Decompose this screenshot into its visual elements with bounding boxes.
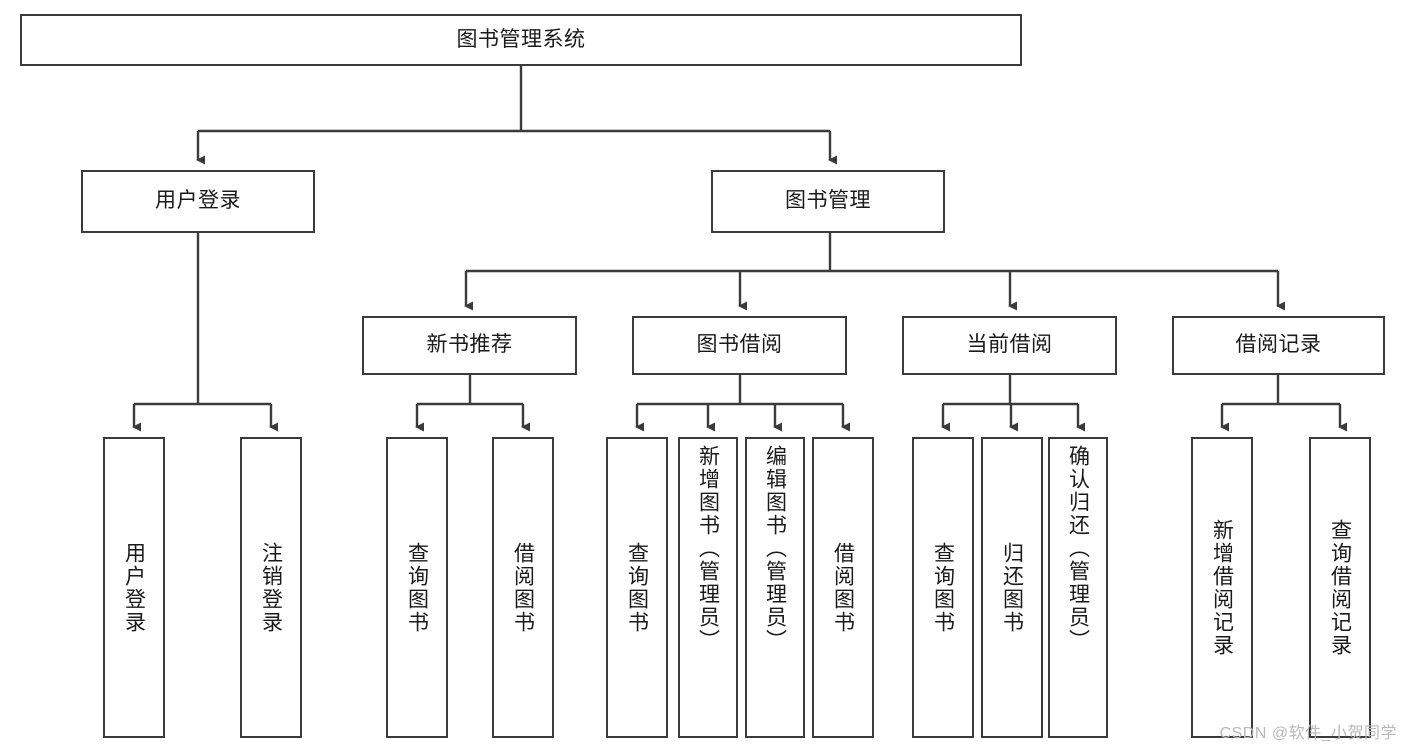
node-label: 借阅记录	[1235, 333, 1322, 357]
node-new-book-recommend[interactable]: 新书推荐	[362, 316, 577, 375]
node-label: 归还图书	[1000, 541, 1024, 634]
node-leaf-user-login[interactable]: 用户登录	[103, 437, 165, 738]
node-label: 图书管理	[785, 189, 871, 213]
node-label: 查询图书	[405, 541, 429, 634]
node-leaf-query-book-current[interactable]: 查询图书	[912, 437, 974, 738]
node-label: 注销登录	[259, 541, 283, 634]
node-label: 确认归还（管理员）	[1066, 445, 1090, 652]
node-label: 用户登录	[155, 189, 241, 213]
csdn-watermark: CSDN @软件_小贺同学	[1219, 725, 1397, 742]
node-book-management[interactable]: 图书管理	[711, 170, 945, 233]
node-leaf-borrow-book[interactable]: 借阅图书	[812, 437, 874, 738]
node-borrow-record[interactable]: 借阅记录	[1172, 316, 1385, 375]
node-label: 当前借阅	[966, 333, 1053, 357]
node-current-borrow[interactable]: 当前借阅	[902, 316, 1117, 375]
node-leaf-query-book-borrow[interactable]: 查询图书	[606, 437, 668, 738]
node-label: 查询图书	[625, 541, 649, 634]
node-label: 图书借阅	[696, 333, 783, 357]
node-leaf-query-borrow-record[interactable]: 查询借阅记录	[1309, 437, 1371, 738]
node-label: 新书推荐	[426, 333, 513, 357]
node-leaf-borrow-book-recommend[interactable]: 借阅图书	[492, 437, 554, 738]
node-leaf-logout[interactable]: 注销登录	[240, 437, 302, 738]
node-leaf-add-book-admin[interactable]: 新增图书（管理员）	[678, 437, 738, 738]
node-leaf-query-book-recommend[interactable]: 查询图书	[386, 437, 448, 738]
node-leaf-return-book[interactable]: 归还图书	[981, 437, 1043, 738]
node-label: 新增图书（管理员）	[696, 445, 720, 652]
node-label: 借阅图书	[831, 541, 855, 634]
node-leaf-edit-book-admin[interactable]: 编辑图书（管理员）	[745, 437, 805, 738]
node-user-login[interactable]: 用户登录	[81, 170, 315, 233]
node-label: 查询图书	[931, 541, 955, 634]
node-label: 图书管理系统	[456, 27, 586, 51]
node-label: 新增借阅记录	[1210, 518, 1234, 657]
node-label: 用户登录	[122, 541, 146, 634]
node-label: 查询借阅记录	[1328, 518, 1352, 657]
node-label: 借阅图书	[511, 541, 535, 634]
node-leaf-add-borrow-record[interactable]: 新增借阅记录	[1191, 437, 1253, 738]
node-label: 编辑图书（管理员）	[763, 445, 787, 652]
node-root-library-management-system[interactable]: 图书管理系统	[20, 14, 1022, 66]
node-leaf-confirm-return-admin[interactable]: 确认归还（管理员）	[1048, 437, 1108, 738]
node-book-borrow[interactable]: 图书借阅	[632, 316, 847, 375]
